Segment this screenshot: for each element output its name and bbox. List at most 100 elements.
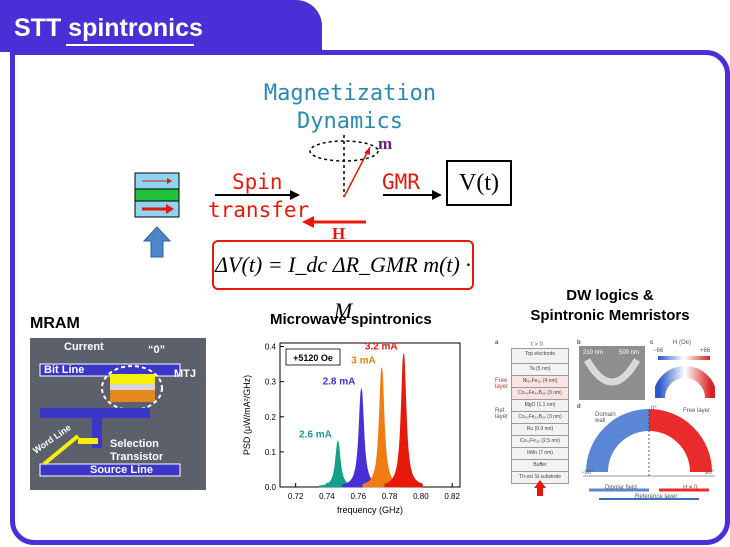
series-peak bbox=[384, 353, 423, 488]
layer-row: Co₇₀Fe₃₀ (2.5 nm) bbox=[511, 436, 569, 448]
d-zero-deg-label: 0° bbox=[651, 406, 657, 412]
mram-current-label: Current bbox=[64, 341, 104, 353]
transistor-gate bbox=[78, 438, 98, 444]
series-label: 2.8 mA bbox=[323, 377, 356, 388]
d-reference-label: Reference layer bbox=[635, 494, 678, 500]
ref-layer-label: Ref. layer bbox=[495, 408, 509, 420]
y-tick-label: 0.0 bbox=[265, 483, 277, 492]
x-axis-label: frequency (GHz) bbox=[337, 505, 403, 515]
x-tick-label: 0.82 bbox=[444, 492, 460, 501]
panel-c-label: c bbox=[650, 340, 654, 346]
panel-a-label: a bbox=[495, 340, 499, 346]
mram-schematic bbox=[39, 363, 181, 477]
y-axis-label: PSD (μW/mA²/GHz) bbox=[242, 375, 252, 455]
stack-current-arrow bbox=[534, 480, 546, 488]
series-label: 3 mA bbox=[351, 356, 375, 367]
via bbox=[92, 418, 102, 448]
slide-title: STT spintronics bbox=[14, 14, 203, 42]
m-vector bbox=[343, 146, 371, 198]
d-plus90-label: 90° bbox=[705, 470, 715, 476]
mram-zero-label: “0” bbox=[148, 344, 166, 356]
spin-transfer-arrow-head bbox=[290, 190, 300, 200]
voltage-box: V(t) bbox=[446, 160, 512, 206]
panel-d-label: d bbox=[577, 404, 581, 410]
d-h-label: H ≠ 0 bbox=[683, 485, 698, 491]
panel-a-t-label: t > 0 bbox=[531, 342, 543, 348]
mtj-bottom bbox=[110, 390, 155, 402]
y-tick-label: 0.4 bbox=[265, 343, 277, 352]
title-line-1: Magnetization bbox=[263, 81, 437, 106]
c-arc-map bbox=[655, 366, 715, 399]
gmr-arrow-head bbox=[432, 190, 442, 200]
series-label: 2.6 mA bbox=[299, 429, 332, 440]
layer-row: Ni₈₀Fe₂₀ (4 nm) bbox=[511, 376, 569, 388]
y-tick-label: 0.1 bbox=[265, 448, 277, 457]
title-underline bbox=[66, 44, 194, 46]
x-tick-label: 0.72 bbox=[288, 492, 304, 501]
h-field-arrow-head bbox=[302, 216, 314, 228]
precession-diagram bbox=[134, 135, 442, 258]
d-arc-red bbox=[648, 409, 712, 473]
d-dipolar-label: Dipolar field bbox=[605, 485, 637, 491]
sem-bg bbox=[579, 346, 645, 400]
mtj-top bbox=[110, 374, 155, 384]
transfer-label: transfer bbox=[208, 198, 310, 222]
x-tick-label: 0.80 bbox=[413, 492, 429, 501]
sem-image bbox=[579, 346, 645, 400]
m-vector-head bbox=[364, 147, 370, 155]
title-tab bbox=[0, 0, 322, 52]
word-line bbox=[42, 434, 80, 466]
dw-heading: DW logics & Spintronic Memristors bbox=[505, 286, 715, 326]
free-layer-label: Free layer bbox=[495, 378, 509, 390]
layer-row: Ru (0.9 nm) bbox=[511, 424, 569, 436]
mtj-middle bbox=[110, 384, 155, 390]
y-tick-label: 0.2 bbox=[265, 413, 277, 422]
dw-heading-line-2: Spintronic Memristors bbox=[530, 307, 690, 324]
current-up-arrow bbox=[142, 226, 172, 258]
layer-row: Top electrode bbox=[511, 348, 569, 364]
layer-row: Co₆₀Fe₂₀B₂₀ (3 nm) bbox=[511, 412, 569, 424]
m-label: m bbox=[378, 134, 393, 153]
c-arc bbox=[655, 366, 715, 399]
mram-mtj-label: MTJ bbox=[174, 368, 196, 380]
gmr-equation: ΔV(t) = I_dc ΔR_GMR m(t) · M bbox=[212, 240, 474, 323]
mram-transistor-label: Transistor bbox=[110, 451, 164, 463]
h-label: H bbox=[332, 224, 346, 243]
title-line-2: Dynamics bbox=[297, 109, 403, 134]
d-free-layer-label: Free layer bbox=[683, 408, 711, 414]
stack-top-arrow-head bbox=[167, 178, 172, 184]
interconnect bbox=[40, 408, 150, 418]
y-tick-label: 0.3 bbox=[265, 378, 277, 387]
x-tick-label: 0.76 bbox=[350, 492, 366, 501]
d-arc-blue bbox=[586, 409, 650, 473]
mtj-highlight bbox=[101, 365, 163, 411]
annotation-text: +5120 Oe bbox=[293, 353, 333, 363]
magnetization-dynamics-title: Magnetization Dynamics bbox=[200, 80, 500, 136]
layer-row: Ta (5 nm) bbox=[511, 364, 569, 376]
mram-heading: MRAM bbox=[30, 315, 80, 332]
b-scale-2: 500 nm bbox=[619, 350, 640, 356]
dw-figure: a t > 0 Free layer Ref. layer Top electr… bbox=[495, 340, 720, 505]
sem-arc bbox=[583, 358, 641, 386]
gmr-label: GMR bbox=[382, 170, 420, 194]
stack-bottom-arrow-head bbox=[166, 204, 174, 214]
x-tick-label: 0.74 bbox=[319, 492, 335, 501]
c-min-label: −66 bbox=[653, 348, 664, 354]
layer-row: Buffer bbox=[511, 460, 569, 472]
layer-row: Co₄₀Fe₄₀B₂₀ (3 nm) bbox=[511, 388, 569, 400]
c-max-label: +66 bbox=[700, 348, 711, 354]
spin-label: Spin bbox=[232, 170, 283, 194]
d-domain-wall-label: Domain wall bbox=[595, 412, 616, 424]
stack-current-arrow-stem bbox=[537, 488, 543, 496]
d-minus90-label: −90° bbox=[581, 470, 594, 476]
annotation-box bbox=[285, 348, 341, 366]
panel-b-label: b bbox=[577, 340, 581, 346]
layer-row: MgO (1.1 nm) bbox=[511, 400, 569, 412]
microwave-heading: Microwave spintronics bbox=[270, 311, 432, 328]
series-label: 3.2 mA bbox=[365, 342, 398, 353]
dw-heading-line-1: DW logics & bbox=[566, 287, 654, 304]
stack-middle-layer bbox=[134, 188, 180, 202]
mram-bitline-label: Bit Line bbox=[44, 364, 85, 376]
